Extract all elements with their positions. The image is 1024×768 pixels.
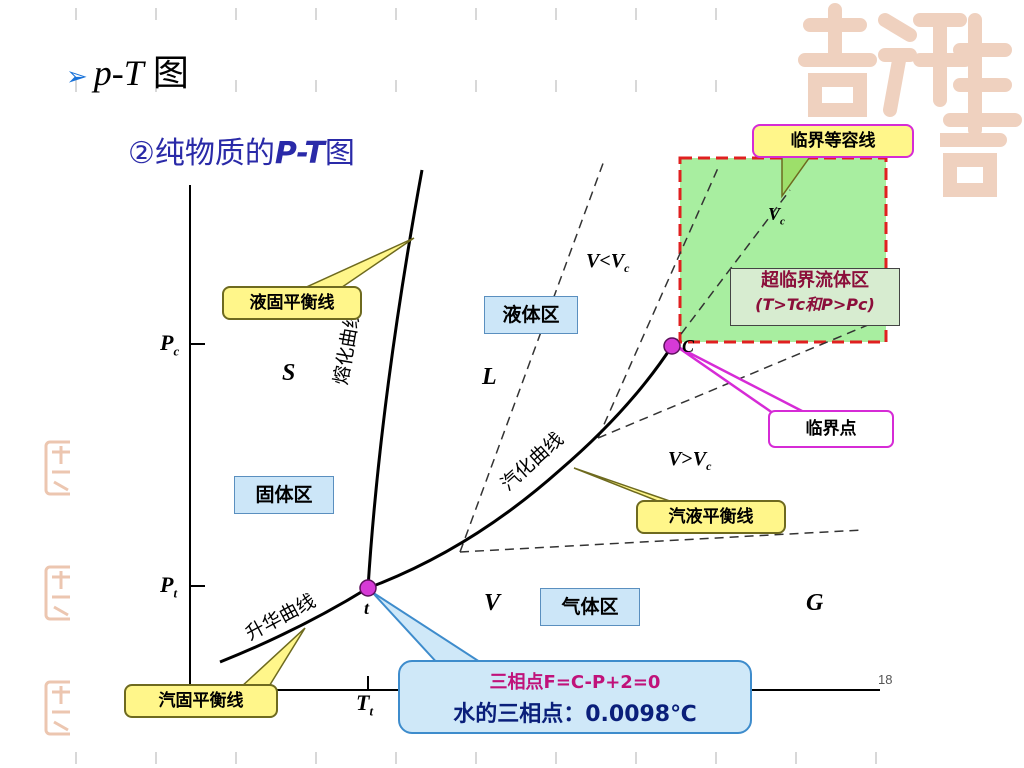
region-s-letter: S xyxy=(282,360,296,386)
figure-heading: ②纯物质的P-T图 xyxy=(128,128,355,172)
figure-heading-var: P-T xyxy=(274,136,325,171)
critical-point-marker xyxy=(663,337,681,355)
title-suffix: 图 xyxy=(143,53,189,93)
title-bullet-icon: ➢ xyxy=(66,62,88,91)
isochore-mid-1 xyxy=(597,167,719,439)
title-p: p xyxy=(93,53,112,93)
triple-point-pointer xyxy=(371,591,483,668)
isochore-low-v xyxy=(459,157,606,553)
isochore-less-label: V<Vc xyxy=(586,250,630,275)
vaporization-curve xyxy=(367,345,674,590)
solid-region-box: 固体区 xyxy=(234,476,334,514)
isochore-high-v xyxy=(459,529,863,553)
region-l-letter: L xyxy=(482,364,497,390)
triple-point-label: t xyxy=(364,598,370,618)
supercritical-label-box: 超临界流体区 (T>Tc和P>Pc) xyxy=(730,268,900,326)
vc-label: Vc xyxy=(768,204,785,228)
slide-title: ➢p-T 图 xyxy=(66,44,189,96)
title-dash: - xyxy=(111,53,124,93)
sublimation-curve xyxy=(219,586,369,664)
corner-seal-decoration xyxy=(798,3,1022,197)
figure-heading-suffix: 图 xyxy=(324,136,355,171)
critical-point-label: C xyxy=(682,336,695,356)
pc-label: Pc xyxy=(160,330,180,359)
isochore-greater-label: V>Vc xyxy=(668,448,712,473)
critical-point-callout: 临界点 xyxy=(768,410,894,448)
triple-point-marker xyxy=(359,579,377,597)
page-number: 18 xyxy=(878,672,893,687)
melting-curve xyxy=(366,169,424,589)
figure-heading-prefix: ②纯物质的 xyxy=(128,136,275,171)
triple-point-info-box: 三相点F=C-P+2=0 水的三相点：0.0098℃ xyxy=(398,660,752,734)
region-v-letter: V xyxy=(484,590,501,616)
title-t: T xyxy=(123,53,144,93)
solid-liquid-callout: 液固平衡线 xyxy=(222,286,362,320)
critical-point-pointer xyxy=(675,344,804,420)
supercritical-title: 超临界流体区 xyxy=(761,270,869,291)
vapor-liquid-callout: 汽液平衡线 xyxy=(636,500,786,534)
pt-label: Pt xyxy=(160,572,178,601)
gas-region-box: 气体区 xyxy=(540,588,640,626)
supercritical-condition: (T>Tc和P>Pc) xyxy=(755,295,875,314)
vapor-solid-callout: 汽固平衡线 xyxy=(124,684,278,718)
liquid-region-box: 液体区 xyxy=(484,296,578,334)
region-g-letter: G xyxy=(806,590,824,616)
phase-rule-text: 三相点F=C-P+2=0 xyxy=(489,672,661,693)
critical-isochore-callout: 临界等容线 xyxy=(752,124,914,158)
tt-label: Tt xyxy=(356,690,374,719)
water-triple-point-text: 水的三相点：0.0098℃ xyxy=(453,702,697,727)
